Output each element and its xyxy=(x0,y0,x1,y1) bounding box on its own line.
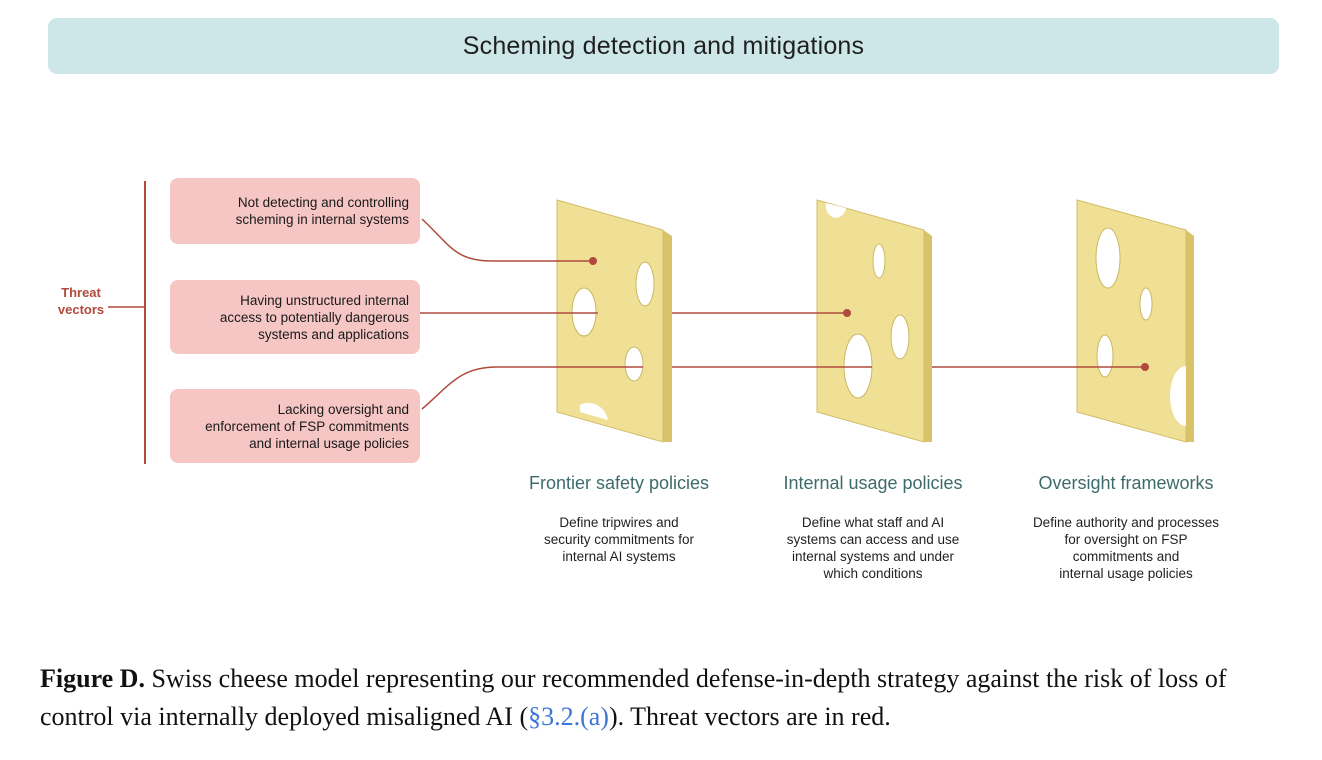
layer-description-oversight: Define authority and processes for overs… xyxy=(1032,515,1220,581)
threat-stop-dot xyxy=(1141,363,1149,371)
layer-title-oversight: Oversight frameworks xyxy=(1038,473,1214,493)
layer-title-frontier-safety: Frontier safety policies xyxy=(528,473,710,493)
diagram-title: Scheming detection and mitigations xyxy=(462,31,865,60)
cheese-slice-frontier-safety xyxy=(556,199,672,443)
threat-vector-box: Lacking oversight and enforcement of FSP… xyxy=(170,389,420,463)
threat-vectors-label: Threat vectors xyxy=(57,285,105,317)
threat-stop-dot xyxy=(589,257,597,265)
threat-vector-text: Lacking oversight and enforcement of FSP… xyxy=(205,401,409,451)
caption-text-before-link: Swiss cheese model representing our reco… xyxy=(40,664,1227,731)
cheese-slice-internal-usage xyxy=(816,199,932,443)
threat-vector-text: Having unstructured internal access to p… xyxy=(219,292,409,342)
figure-label: Figure D. xyxy=(40,664,145,693)
threat-path-3a xyxy=(421,366,643,410)
diagram-title-banner: Scheming detection and mitigations xyxy=(48,18,1279,74)
threat-vector-box: Having unstructured internal access to p… xyxy=(170,280,420,354)
cheese-slice-oversight-frameworks xyxy=(1076,199,1194,443)
figure-caption: Figure D. Swiss cheese model representin… xyxy=(40,660,1290,736)
threat-vector-box: Not detecting and controlling scheming i… xyxy=(170,178,420,244)
layer-title-internal-usage: Internal usage policies xyxy=(783,473,963,493)
threat-path-1 xyxy=(421,218,593,262)
threat-vectors-bracket xyxy=(144,181,146,464)
threat-stop-dot xyxy=(843,309,851,317)
threat-vector-text: Not detecting and controlling scheming i… xyxy=(235,195,409,227)
section-reference-link[interactable]: §3.2.(a) xyxy=(528,702,609,731)
layer-description-internal-usage: Define what staff and AI systems can acc… xyxy=(786,515,960,581)
layer-description-frontier-safety: Define tripwires and security commitment… xyxy=(543,515,695,564)
caption-text-after-link: ). Threat vectors are in red. xyxy=(608,702,891,731)
